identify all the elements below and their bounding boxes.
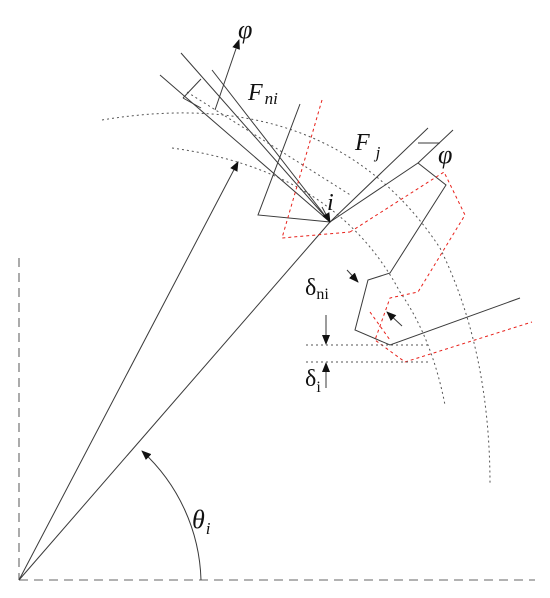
theta-main: θ [192, 505, 205, 534]
radius-vector-arrow [18, 161, 239, 581]
delta-i-label: δi [305, 366, 321, 396]
phi-label-right: φ [438, 140, 452, 169]
point-i-arrow [321, 206, 331, 223]
delta-i-main: δ [305, 366, 316, 392]
phi-label-top: φ [238, 15, 252, 44]
delta-ni-main: δ [305, 275, 316, 301]
radial-line-to-i [18, 221, 331, 581]
phi-marker-side [182, 97, 202, 109]
shank-line-1 [159, 74, 331, 223]
theta-subscript: i [206, 519, 211, 538]
right-shank-line-1 [329, 127, 429, 223]
delta-ni-label: δni [305, 275, 329, 303]
dotted-arc-outer [101, 112, 491, 486]
dotted-arc-inner [171, 147, 446, 406]
force-ni-main: F [247, 80, 263, 106]
point-i-label: i [327, 190, 334, 216]
tooth-outline-right [329, 162, 521, 346]
deformed-profile-left [281, 99, 351, 239]
right-shank-line-2 [417, 129, 454, 164]
delta-ni-subscript: ni [316, 286, 329, 303]
force-j-main: F [354, 130, 370, 156]
delta-ni-arrow-in [346, 269, 359, 283]
force-j-subscript: j [374, 143, 381, 162]
deformed-profile-right [349, 171, 533, 363]
tooth-outline-left [257, 103, 331, 223]
delta-ni-arrow-out [386, 311, 403, 327]
phi-arrow-top [214, 39, 240, 111]
theta-arc [141, 450, 202, 581]
theta-label: θi [192, 505, 211, 538]
shank-line-2 [180, 52, 331, 223]
force-ni-subscript: ni [265, 89, 279, 108]
phi-marker-base [182, 78, 202, 99]
delta-i-subscript: i [316, 379, 321, 396]
shank-line-3 [211, 69, 331, 223]
